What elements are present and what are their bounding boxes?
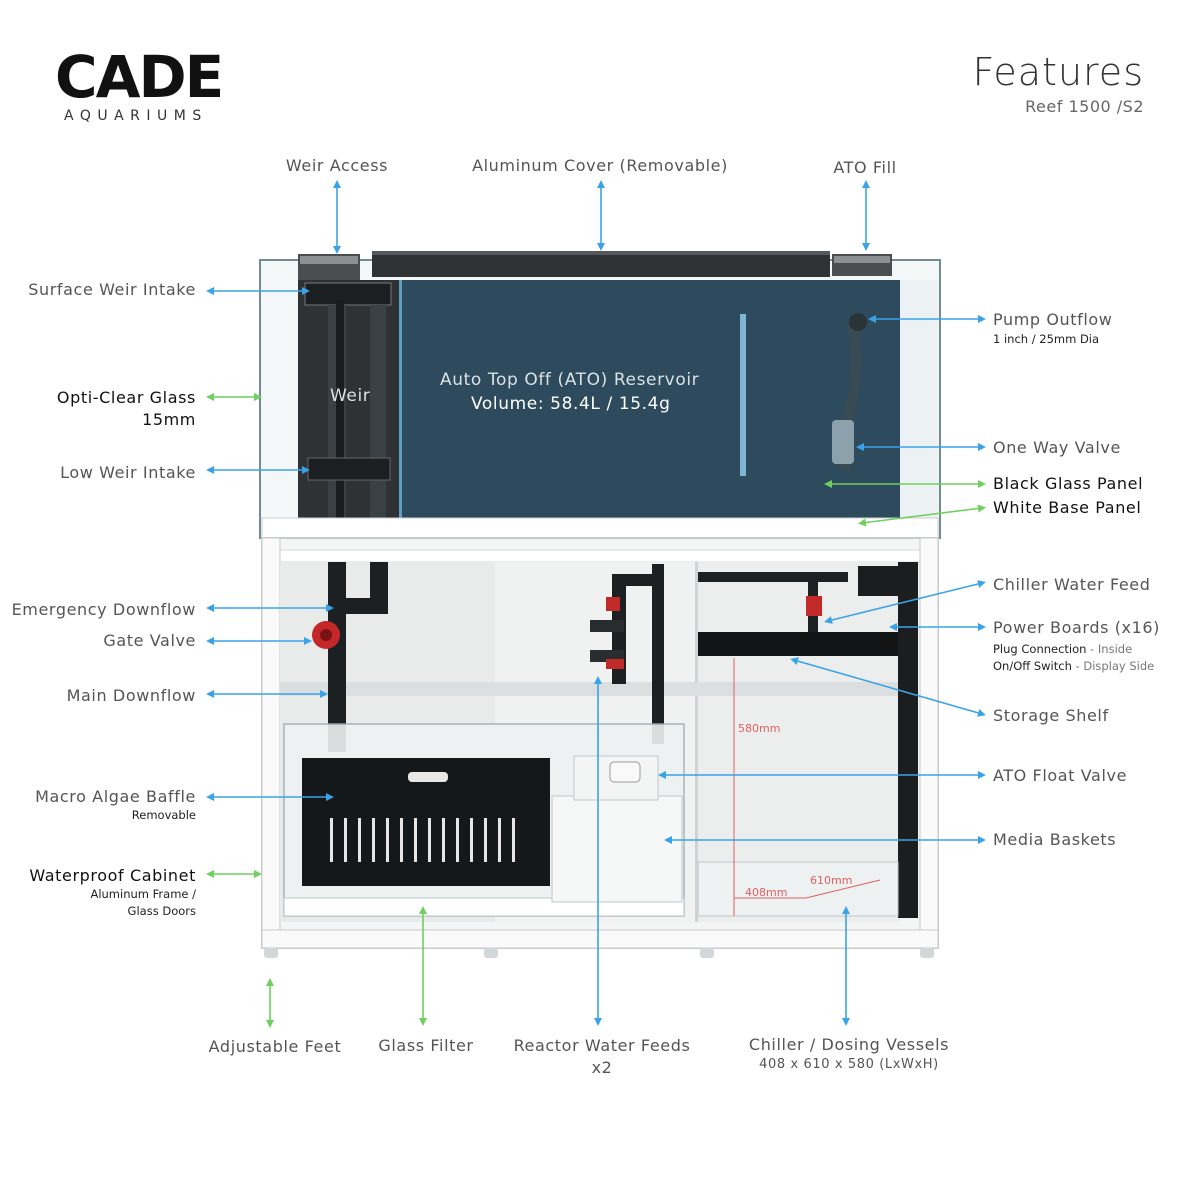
baffle-slot: [400, 818, 403, 862]
aluminum-cover: [372, 251, 830, 277]
baffle-slot: [512, 818, 515, 862]
label-opti-clear-glass: Opti-Clear Glass: [56, 388, 196, 407]
arrow-storage-shelf: [790, 657, 986, 717]
foot: [484, 948, 498, 958]
label-pump-outflow-sub: 1 inch / 25mm Dia: [993, 332, 1100, 346]
black-glass-panel: [900, 280, 938, 518]
baffle-slot: [330, 818, 333, 862]
label-gate-valve: Gate Valve: [103, 631, 196, 650]
baffle-slot: [498, 818, 501, 862]
baffle-slot: [344, 818, 347, 862]
power-boards: [898, 562, 918, 918]
label-ato-float-valve: ATO Float Valve: [993, 766, 1128, 785]
label-power-boards-sub1: Plug Connection - Inside: [993, 642, 1133, 656]
foot: [920, 948, 934, 958]
label-pump-outflow: Pump Outflow: [993, 310, 1113, 329]
storage-shelf: [698, 632, 898, 656]
baffle-slot: [442, 818, 445, 862]
label-ato-fill: ATO Fill: [833, 158, 897, 177]
arrow-chiller-water-feed: [824, 580, 986, 624]
label-reactor-water-feeds: Reactor Water Feeds: [513, 1036, 691, 1055]
cabinet: [261, 537, 939, 958]
baffle-slot: [428, 818, 431, 862]
chiller-vessel-area: [697, 861, 899, 917]
label-reactor-water-feeds-sub: x2: [591, 1058, 613, 1077]
ato-volume-label: Volume: 58.4L / 15.4g: [471, 394, 671, 414]
label-aluminum-cover: Aluminum Cover (Removable): [472, 156, 728, 175]
media-baskets: [551, 795, 683, 903]
label-power-boards-sub2: On/Off Switch - Display Side: [993, 659, 1155, 673]
dimension-height: 580mm: [738, 722, 781, 735]
label-weir-access: Weir Access: [285, 156, 389, 175]
weir-label: Weir: [330, 386, 371, 406]
label-surface-weir-intake: Surface Weir Intake: [28, 280, 196, 299]
label-chiller-dosing: Chiller / Dosing Vessels: [748, 1035, 950, 1054]
label-chiller-dosing-sub: 408 x 610 x 580 (LxWxH): [759, 1057, 939, 1072]
brand-logo-subtitle: AQUARIUMS: [64, 108, 208, 124]
baffle-slot: [470, 818, 473, 862]
label-media-baskets: Media Baskets: [993, 830, 1117, 849]
label-glass-filter: Glass Filter: [378, 1036, 474, 1055]
baffle-slot: [358, 818, 361, 862]
label-waterproof-cabinet-sub1: Aluminum Frame /: [90, 887, 196, 901]
ato-reservoir: [400, 280, 900, 518]
dimension-width: 610mm: [810, 874, 853, 887]
baffle-slot: [414, 818, 417, 862]
white-base-panel: [261, 517, 939, 539]
foot: [700, 948, 714, 958]
label-black-glass-panel: Black Glass Panel: [993, 474, 1144, 493]
label-opti-clear-glass-sub: 15mm: [142, 410, 196, 429]
label-low-weir-intake: Low Weir Intake: [60, 463, 196, 482]
label-waterproof-cabinet-sub2: Glass Doors: [127, 904, 196, 918]
label-chiller-water-feed: Chiller Water Feed: [993, 575, 1151, 594]
label-white-base-panel: White Base Panel: [993, 498, 1142, 517]
baffle-slot: [484, 818, 487, 862]
foot: [264, 948, 278, 958]
page-subtitle: Reef 1500 /S2: [1025, 97, 1144, 116]
dimension-length: 408mm: [745, 886, 788, 899]
baffle-slot: [386, 818, 389, 862]
label-main-downflow: Main Downflow: [66, 686, 196, 705]
label-one-way-valve: One Way Valve: [993, 438, 1121, 457]
label-emergency-downflow: Emergency Downflow: [11, 600, 196, 619]
arrow-white-base-panel: [858, 504, 986, 527]
baffle-slot: [372, 818, 375, 862]
label-waterproof-cabinet: Waterproof Cabinet: [29, 866, 196, 885]
label-adjustable-feet: Adjustable Feet: [208, 1037, 342, 1056]
page-title: Features: [972, 50, 1144, 94]
label-power-boards: Power Boards (x16): [993, 618, 1161, 637]
ato-float-valve: [609, 761, 641, 783]
ato-reservoir-label: Auto Top Off (ATO) Reservoir: [440, 370, 700, 390]
brand-logo: CADE: [55, 43, 224, 111]
label-macro-algae-baffle: Macro Algae Baffle: [35, 787, 196, 806]
label-macro-algae-baffle-sub: Removable: [131, 808, 196, 822]
baffle-slot: [456, 818, 459, 862]
label-storage-shelf: Storage Shelf: [993, 706, 1109, 725]
